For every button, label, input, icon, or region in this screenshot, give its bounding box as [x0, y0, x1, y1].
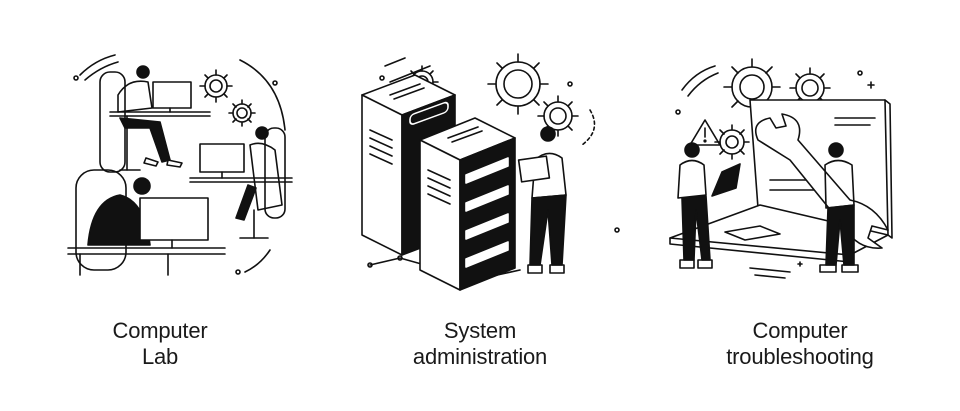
computer-lab-illustration-icon [67, 54, 293, 276]
caption-computer-troubleshooting: Computer troubleshooting [640, 318, 960, 370]
caption-line-2: troubleshooting [726, 344, 874, 369]
caption-line-1: Computer [752, 318, 848, 343]
panel-computer-troubleshooting: Computer troubleshooting [640, 0, 960, 411]
panel-computer-lab: Computer Lab [0, 0, 320, 411]
troubleshooting-illustration-icon [669, 58, 893, 279]
caption-system-administration: System administration [320, 318, 640, 370]
caption-line-1: System [443, 318, 517, 343]
caption-line-2: Lab [141, 344, 179, 369]
caption-computer-lab: Computer Lab [0, 318, 320, 370]
panel-system-administration: System administration [320, 0, 640, 411]
caption-line-2: administration [412, 344, 548, 369]
server-rack-illustration-icon [361, 53, 620, 291]
caption-line-1: Computer [112, 318, 208, 343]
